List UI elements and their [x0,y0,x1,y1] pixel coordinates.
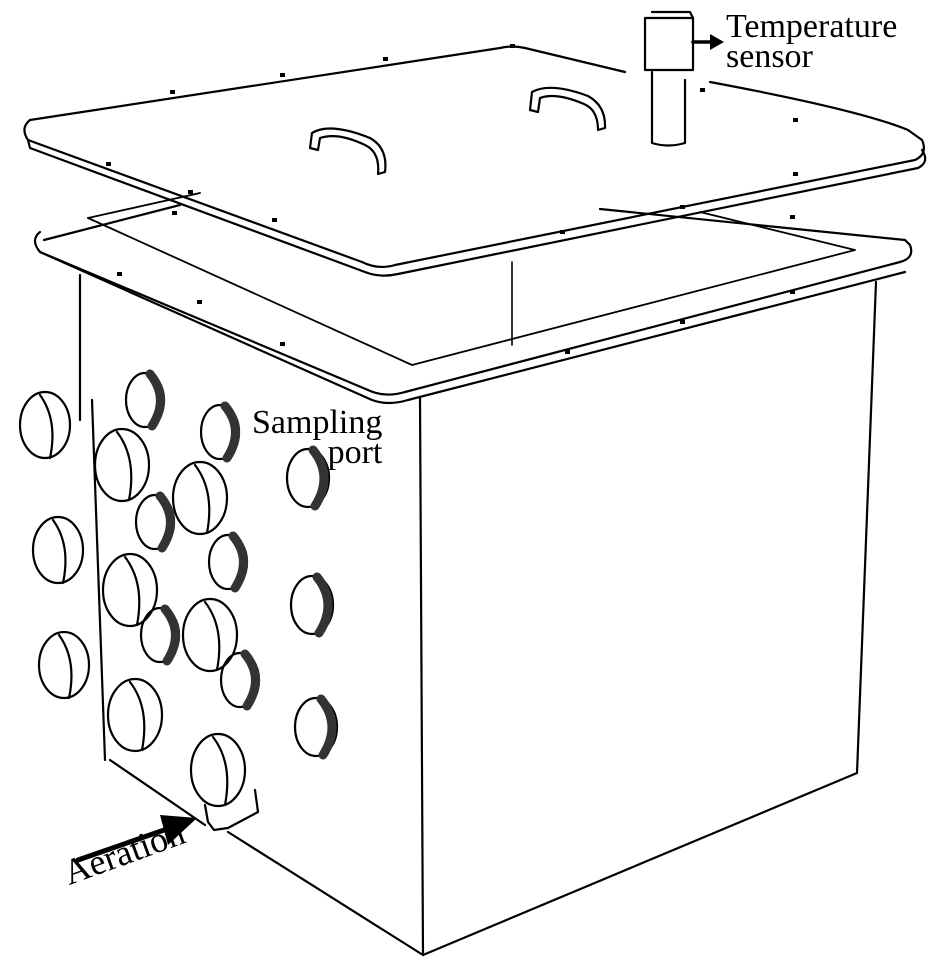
ports [18,390,247,808]
label-line: sensor [726,38,813,75]
sampling-ports [124,369,339,760]
temperature-sensor [643,10,695,147]
aeration-inlet [203,788,260,832]
lid-handle [308,127,387,176]
temperature-sensor-label: Temperature sensor [726,8,898,75]
label-line: port [327,434,383,471]
lid-handle [528,86,607,132]
lid [23,44,927,277]
aeration-arrow-icon [75,815,197,863]
label-line: Temperature [726,8,898,45]
label-line: Sampling [252,404,383,441]
arrow-icon [691,34,724,50]
sampling-port-label: Sampling port [252,404,383,471]
top-flange [33,192,913,405]
box-body [78,261,878,957]
